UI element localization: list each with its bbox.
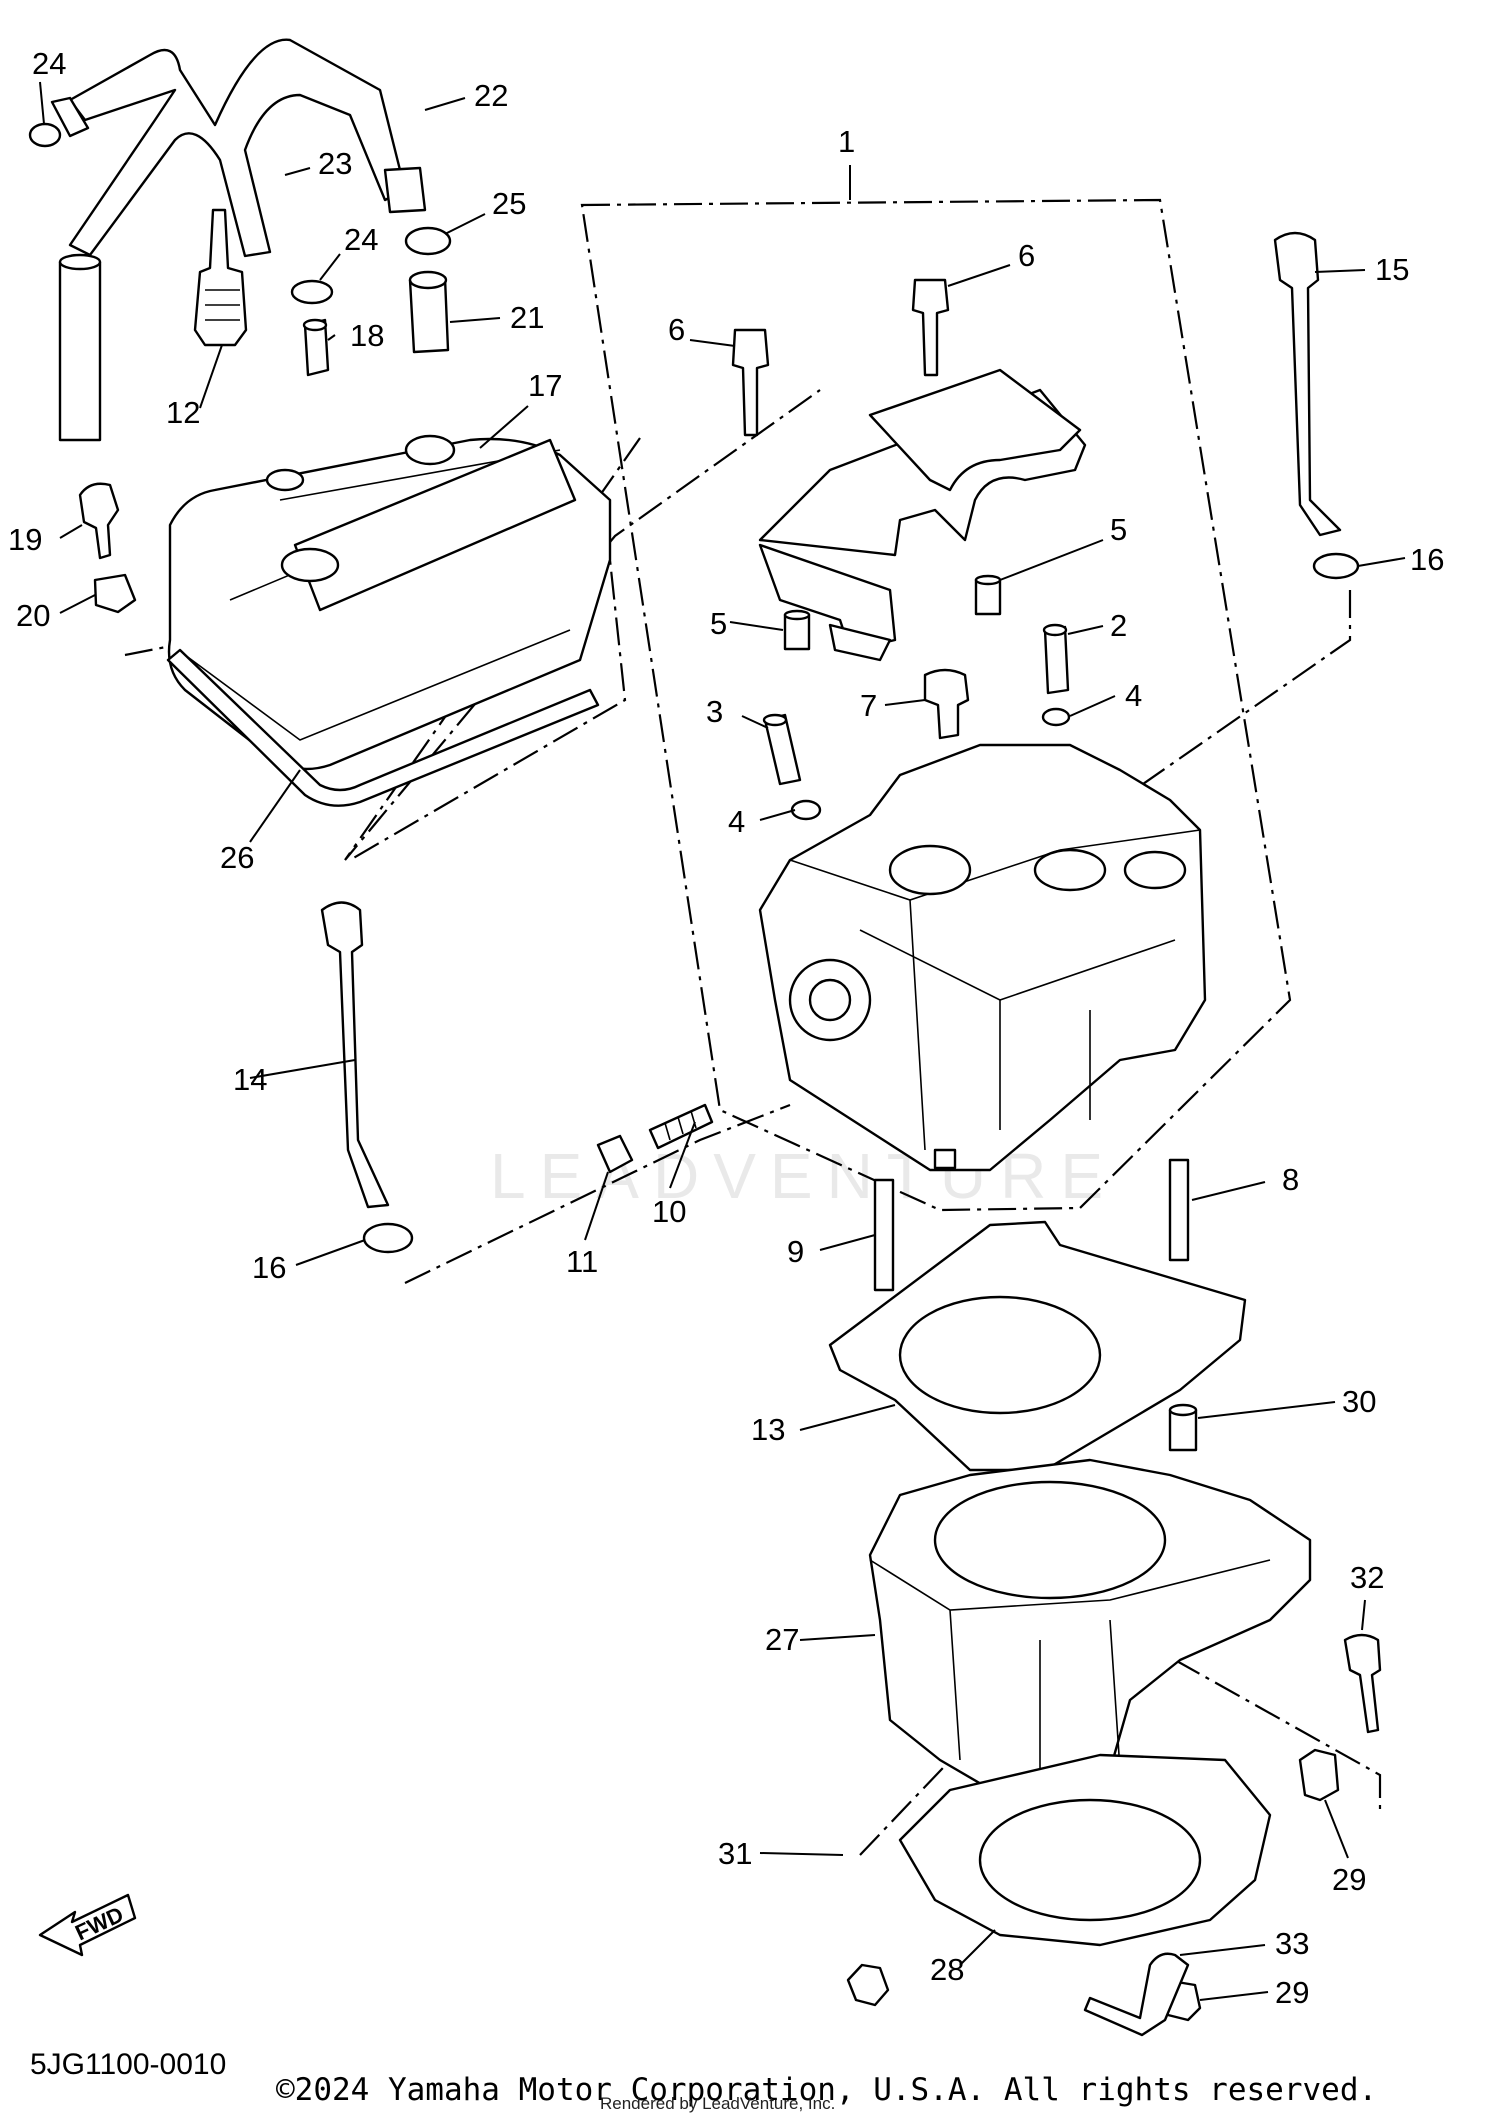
- callout-28: 28: [930, 1952, 964, 1987]
- fwd-arrow: FWD: [38, 1893, 137, 1957]
- callout-4: 4: [728, 804, 745, 839]
- callout-21: 21: [510, 300, 544, 335]
- cylinder: [868, 1458, 1312, 1797]
- callout-11: 11: [566, 1244, 598, 1279]
- callout-5b: 5: [710, 606, 727, 641]
- cylinder-head: [758, 743, 1207, 1172]
- callout-9: 9: [787, 1234, 804, 1269]
- callout-16b: 16: [1410, 542, 1444, 577]
- callout-12: 12: [166, 395, 200, 430]
- callout-8: 8: [1282, 1162, 1299, 1197]
- breather-fitting: [302, 270, 450, 377]
- watermark: LEADVENTURE: [490, 1140, 1117, 1212]
- cylinder-head-gasket: [828, 1220, 1247, 1472]
- camshaft-cap: [758, 368, 1087, 662]
- head-bolt-7: [923, 668, 970, 740]
- callout-4b: 4: [1125, 678, 1142, 713]
- callout-18: 18: [350, 318, 384, 353]
- callout-10: 10: [652, 1194, 686, 1229]
- cylinder-bolt: [320, 231, 1360, 1254]
- callout-24: 24: [32, 46, 66, 81]
- callout-19: 19: [8, 522, 42, 557]
- callout-31: 31: [718, 1836, 752, 1871]
- copyright-text: ©2024 Yamaha Motor Corporation, U.S.A. A…: [276, 2072, 1378, 2108]
- exhaust-stud: [596, 1103, 714, 1174]
- plug-and-oring: [762, 623, 1071, 821]
- callout-30: 30: [1342, 1384, 1376, 1419]
- leader-lines: [39, 81, 1406, 2001]
- callout-15: 15: [1375, 252, 1409, 287]
- cylinder-base-leader: [859, 1659, 1382, 1856]
- diagram-code: 5JG1100-0010: [30, 2048, 227, 2081]
- bracket: [1083, 1952, 1190, 2037]
- spark-plug: [193, 208, 248, 347]
- callout-5: 5: [1110, 512, 1127, 547]
- cylinder-nut: [846, 1748, 1340, 2022]
- cylinder-dowel: [1168, 1403, 1198, 1452]
- cylinder-head-cover: [167, 434, 612, 771]
- cam-cap-bolt: [731, 278, 950, 437]
- callout-7: 7: [860, 688, 877, 723]
- callout-labels: 1 2 3 4 4 5 5 6 6 7 8 9 10 11 12 13 14 1…: [8, 46, 1444, 2010]
- callout-23: 23: [318, 146, 352, 181]
- callout-22: 22: [474, 78, 508, 113]
- callout-1: 1: [838, 124, 855, 159]
- callout-6: 6: [668, 312, 685, 347]
- cover-bolt: [78, 482, 137, 614]
- hose-clip: [28, 122, 452, 305]
- callout-33: 33: [1275, 1926, 1309, 1961]
- breather-hose: [50, 38, 427, 442]
- cylinder-base-gasket: [898, 1753, 1272, 1947]
- head-cover-gasket: [166, 648, 600, 807]
- callout-17: 17: [528, 368, 562, 403]
- callout-29b: 29: [1275, 1975, 1309, 2010]
- callout-27: 27: [765, 1622, 799, 1657]
- callout-24b: 24: [344, 222, 378, 257]
- rendered-by-text: Rendered by LeadVenture, Inc.: [600, 2094, 836, 2113]
- callout-13: 13: [751, 1412, 785, 1447]
- dowel-pin: [783, 574, 1002, 651]
- callout-20: 20: [16, 598, 50, 633]
- callout-14: 14: [233, 1062, 267, 1097]
- callout-26: 26: [220, 840, 254, 875]
- callout-3: 3: [706, 694, 723, 729]
- callout-16: 16: [252, 1250, 286, 1285]
- cylinder-bolt-32: [1343, 1633, 1382, 1734]
- callout-25: 25: [492, 186, 526, 221]
- stud-leader: [404, 1103, 791, 1284]
- bolt-16-leader: [1119, 590, 1352, 801]
- cylinder-head-assembly-box: [580, 198, 1292, 1212]
- callout-6b: 6: [1018, 238, 1035, 273]
- callout-29: 29: [1332, 1862, 1366, 1897]
- callout-32: 32: [1350, 1560, 1384, 1595]
- cylinder-stud: [873, 1158, 1190, 1292]
- callout-2: 2: [1110, 608, 1127, 643]
